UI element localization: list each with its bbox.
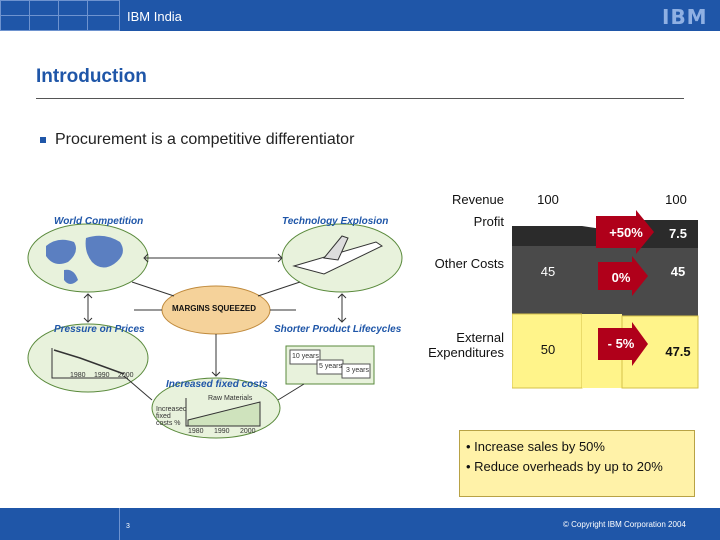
callout-line-overheads: • Reduce overheads by up to 20% <box>466 459 663 474</box>
profit-change-label: +50% <box>609 225 643 240</box>
profit-bar-before <box>512 226 582 246</box>
other-costs-change-label: 0% <box>611 270 631 285</box>
cost-bars <box>512 210 699 389</box>
header-bar <box>0 0 720 31</box>
increased-fixed-costs-label: Increased fixed costs <box>166 379 268 390</box>
other-costs-after: 45 <box>670 264 686 279</box>
shorter-lifecycles-label: Shorter Product Lifecycles <box>274 324 402 335</box>
lifecycle-10-years: 10 years <box>292 353 319 360</box>
external-change-label: - 5% <box>607 336 635 351</box>
header-grid-decoration <box>0 0 120 31</box>
technology-explosion-label: Technology Explosion <box>282 216 389 227</box>
header-title: IBM India <box>127 9 182 24</box>
fixed-year-1980: 1980 <box>188 428 204 435</box>
other-costs-bar-before <box>512 246 582 314</box>
footer-bar <box>0 508 720 540</box>
profit-after: 7.5 <box>668 226 688 241</box>
fixed-costs-note: Increased fixed costs % <box>156 406 187 427</box>
diagram-arrows <box>83 253 347 401</box>
row-label-revenue: Revenue <box>451 192 504 207</box>
lifecycle-3-years: 3 years <box>346 367 369 374</box>
footer-grid-decoration <box>0 508 120 540</box>
diagram-graphics <box>27 223 403 439</box>
profit-change-arrow <box>596 210 654 254</box>
external-before: 50 <box>540 342 556 357</box>
callout-line-sales: • Increase sales by 50% <box>466 439 605 454</box>
external-change-arrow <box>598 322 648 366</box>
fixed-year-2000: 2000 <box>240 428 256 435</box>
other-costs-change-arrow <box>598 256 648 296</box>
price-chart-icon <box>27 323 149 393</box>
price-year-1980: 1980 <box>70 372 86 379</box>
margins-diagram: World Competition Technology Explosion M… <box>24 208 414 440</box>
revenue-after: 100 <box>665 192 687 207</box>
slide-title: Introduction <box>36 66 147 87</box>
bullet-square-icon <box>40 137 46 143</box>
price-year-1990: 1990 <box>94 372 110 379</box>
row-label-external: External Expenditures <box>428 330 504 360</box>
row-label-other-costs: Other Costs <box>434 256 504 271</box>
ibm-logo-icon: IBM <box>662 5 708 29</box>
callout-box: • Increase sales by 50% • Reduce overhea… <box>459 430 695 497</box>
world-competition-label: World Competition <box>54 216 144 227</box>
revenue-before: 100 <box>537 192 559 207</box>
bullet-text: Procurement is a competitive differentia… <box>55 131 355 148</box>
lifecycle-5-years: 5 years <box>319 363 342 370</box>
title-divider <box>36 98 684 99</box>
page-number: 3 <box>126 523 130 530</box>
fixed-year-1990: 1990 <box>214 428 230 435</box>
price-year-2000: 2000 <box>118 372 134 379</box>
row-label-profit: Profit <box>473 214 504 229</box>
pressure-on-prices-label: Pressure on Prices <box>54 324 145 335</box>
raw-materials-label: Raw Materials <box>208 395 253 402</box>
other-costs-before: 45 <box>540 264 556 279</box>
world-map-icon <box>27 223 149 293</box>
copyright-text: © Copyright IBM Corporation 2004 <box>563 520 686 529</box>
external-after: 47.5 <box>665 344 691 359</box>
profit-before: 5 <box>544 214 552 229</box>
margins-squeezed-label: MARGINS SQUEEZED <box>172 304 257 313</box>
